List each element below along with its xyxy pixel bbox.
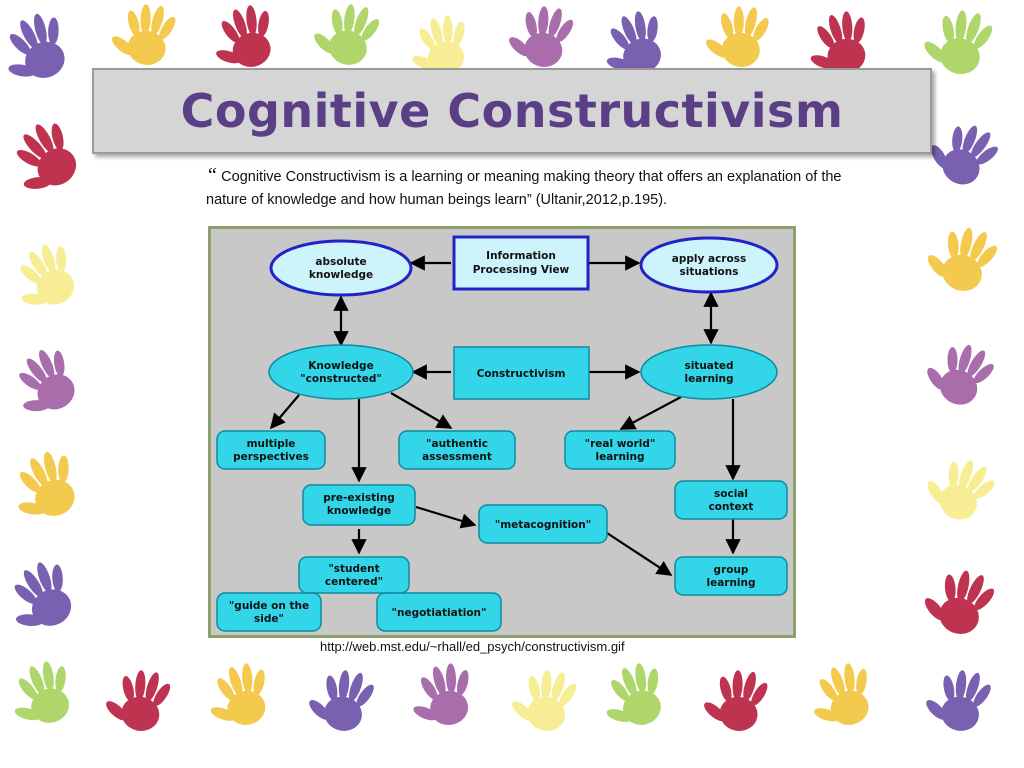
node-real-world-learning: "real world"learning	[564, 430, 676, 470]
quote-text: Cognitive Constructivism is a learning o…	[206, 169, 842, 208]
svg-text:"metacognition": "metacognition"	[495, 519, 591, 531]
handprint-icon	[201, 659, 276, 732]
handprint-icon	[99, 662, 176, 736]
handprint-icon	[916, 444, 1003, 530]
handprint-icon	[916, 330, 1002, 414]
quote-mark: “	[206, 164, 218, 186]
handprint-icon	[919, 661, 997, 737]
image-source-link[interactable]: http://web.mst.edu/~rhall/ed_psych/const…	[320, 639, 625, 654]
definition-quote: “ Cognitive Constructivism is a learning…	[206, 164, 856, 212]
edge-knowledge-to-multiple	[270, 394, 300, 430]
handprint-icon	[918, 215, 1005, 300]
handprint-icon	[306, 0, 386, 72]
edge-knowledge-to-authentic	[390, 392, 453, 429]
edge-situated-to-realworld	[619, 396, 682, 430]
svg-text:Constructivism: Constructivism	[477, 368, 566, 380]
handprint-icon	[0, 112, 90, 205]
title-banner: Cognitive Constructivism	[92, 68, 932, 154]
handprint-icon	[502, 0, 579, 72]
handprint-icon	[302, 661, 380, 737]
edge-metacognition-to-group	[606, 532, 673, 576]
slide-title: Cognitive Constructivism	[180, 84, 844, 138]
handprint-icon	[803, 658, 880, 733]
handprint-icon	[2, 235, 87, 319]
node-knowledge-constructed: Knowledge"constructed"	[268, 344, 414, 400]
svg-text:"real world"learning: "real world"learning	[585, 438, 656, 463]
handprint-icon	[505, 662, 582, 736]
handprint-icon	[1, 444, 88, 529]
handprint-icon	[0, 6, 78, 91]
svg-text:"negotiatiation": "negotiatiation"	[392, 607, 487, 619]
diagram-edges	[270, 255, 741, 576]
node-metacognition: "metacognition"	[478, 504, 608, 544]
handprint-icon	[594, 658, 672, 734]
handprint-icon	[205, 0, 282, 75]
handprint-icon	[700, 0, 774, 71]
handprint-icon	[698, 663, 773, 736]
edge-preexisting-to-metacognition	[415, 505, 477, 529]
svg-text:Knowledge"constructed": Knowledge"constructed"	[300, 360, 382, 385]
handprint-icon	[1, 655, 81, 732]
node-constructivism: Constructivism	[453, 346, 590, 400]
handprint-icon	[0, 340, 88, 426]
handprint-icon	[106, 0, 181, 70]
handprint-icon	[0, 553, 85, 641]
node-negotiation: "negotiatiation"	[376, 592, 502, 632]
handprint-icon	[405, 660, 478, 731]
handprint-icon	[919, 109, 1007, 195]
handprint-icon	[915, 558, 1002, 643]
